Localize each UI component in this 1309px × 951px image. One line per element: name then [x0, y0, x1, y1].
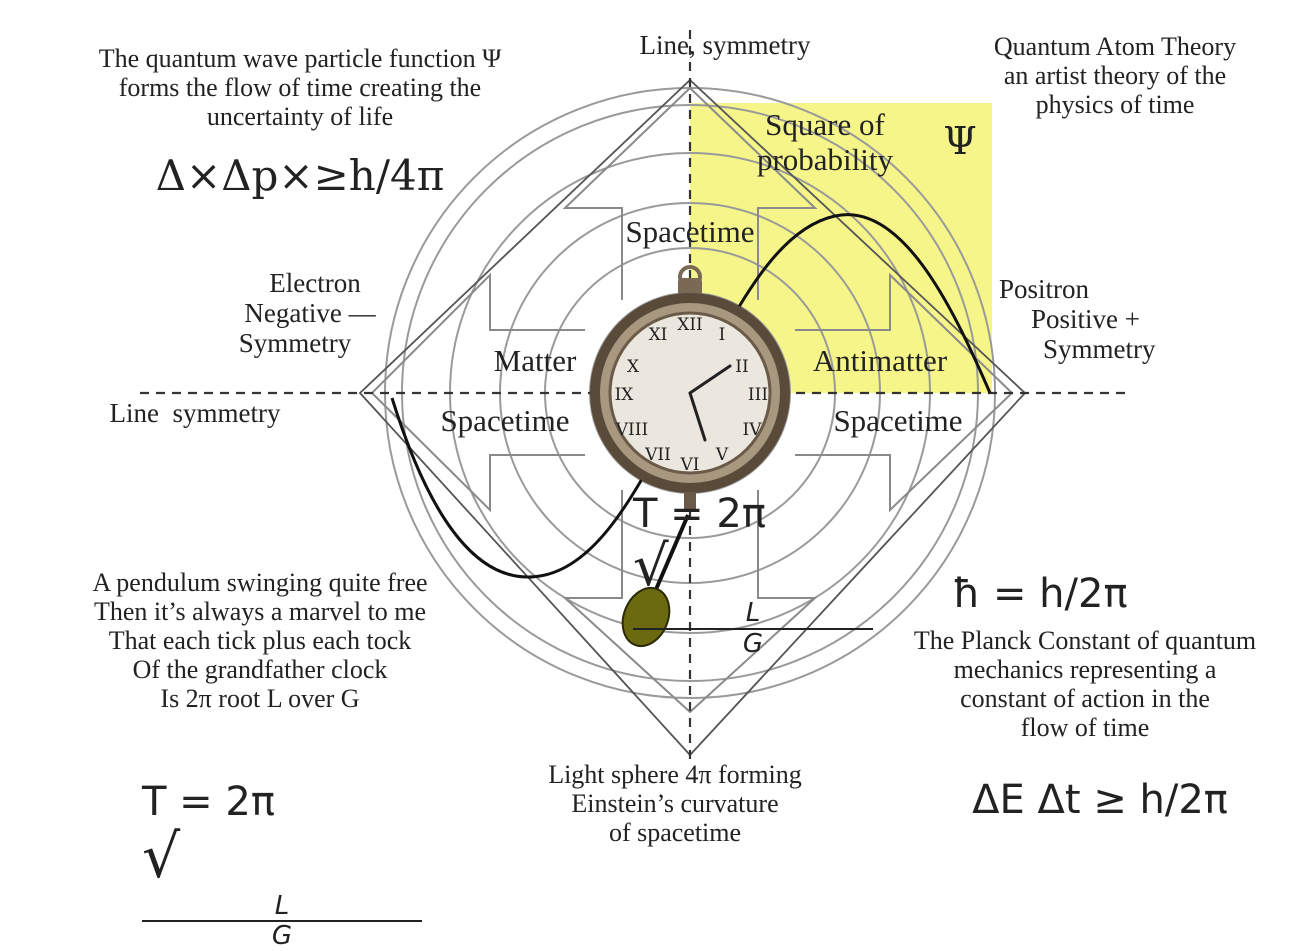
text-line: Symmetry [238, 328, 352, 359]
text-line: uncertainty of life [206, 102, 394, 132]
symmetry-lines [140, 30, 1125, 760]
square-root-sign: √ [142, 822, 181, 893]
square-root-sign: √ [633, 534, 669, 600]
numerator: L [142, 891, 422, 923]
pendulum-poem: A pendulum swinging quite free Then it’s… [40, 568, 480, 714]
numerator: L [633, 599, 873, 630]
pocket-watch: XII II IV VI VIII X XI I III IX V VII [590, 265, 790, 510]
denominator: G [271, 921, 293, 951]
text-line: probability [756, 141, 894, 177]
antimatter-label: Antimatter [812, 343, 948, 378]
svg-text:VIII: VIII [615, 420, 648, 440]
wave-function-description: The quantum wave particle function Ψ for… [40, 44, 560, 131]
poem-line: Is 2π root L over G [160, 684, 360, 714]
denominator: G [742, 628, 764, 659]
svg-text:II: II [735, 357, 748, 377]
text-line: physics of time [1035, 90, 1195, 120]
spacetime-right-label: Spacetime [833, 403, 963, 438]
square-of-probability-label: Square of probability [725, 107, 925, 177]
uncertainty-equation: Δ×Δp×≥h/4π [155, 151, 445, 200]
formula-lhs: T = 2π [142, 778, 275, 825]
text-line: constant of action in the [960, 684, 1210, 714]
svg-text:IX: IX [615, 385, 635, 405]
text-line: Light sphere 4π forming [548, 760, 802, 789]
text-line: flow of time [1020, 713, 1150, 743]
poem-line: Of the grandfather clock [132, 655, 388, 685]
poem-line: That each tick plus each tock [108, 626, 412, 656]
text-line: of spacetime [608, 818, 742, 848]
text-line: Negative — [244, 298, 376, 329]
text-line: Positive + [1031, 304, 1140, 335]
horizontal-symmetry-label: Line symmetry [109, 398, 281, 428]
pendulum-bob [621, 586, 671, 648]
positron-label: Positron Positive + Symmetry [985, 274, 1195, 365]
text-line: an artist theory of the [1003, 61, 1227, 91]
vertical-symmetry-label: Line, symmetry [639, 30, 811, 60]
light-sphere-caption: Light sphere 4π forming Einstein’s curva… [500, 760, 850, 847]
text-line: Quantum Atom Theory [993, 32, 1237, 61]
energy-time-uncertainty-equation: ΔE Δt ≥ h/2π [972, 777, 1228, 823]
svg-text:IV: IV [743, 420, 763, 440]
text-line: Electron [269, 268, 361, 298]
text-line: forms the flow of time creating the [118, 73, 482, 103]
clock-numerals: XII II IV VI VIII X XI I III IX V VII [615, 315, 768, 475]
svg-text:X: X [627, 357, 640, 377]
quantum-atom-theory-title: Quantum Atom Theory an artist theory of … [950, 32, 1280, 119]
text-line: Square of [765, 107, 885, 142]
formula-lhs: T = 2π [633, 490, 766, 537]
spacetime-top-label: Spacetime [625, 214, 755, 249]
poem-line: Then it’s always a marvel to me [93, 597, 427, 627]
text-line: Symmetry [1043, 334, 1156, 365]
quantum-time-diagram: XII II IV VI VIII X XI I III IX V VII [140, 30, 1125, 760]
svg-text:VI: VI [680, 455, 700, 475]
psi-symbol: Ψ [943, 119, 977, 163]
planck-constant-description: The Planck Constant of quantum mechanics… [870, 626, 1300, 742]
svg-text:I: I [719, 325, 726, 345]
svg-text:III: III [748, 385, 768, 405]
svg-text:VII: VII [644, 445, 671, 465]
svg-text:XII: XII [677, 315, 703, 335]
reduced-planck-equation: ħ = h/2π [952, 571, 1128, 617]
spacetime-left-label: Spacetime [440, 403, 570, 438]
text-line: The quantum wave particle function Ψ [98, 44, 502, 73]
text-line: Positron [999, 274, 1090, 304]
text-line: Einstein’s curvature [571, 789, 779, 819]
electron-label: Electron Negative — Symmetry [190, 268, 380, 359]
matter-label: Matter [493, 343, 577, 378]
text-line: mechanics representing a [953, 655, 1217, 685]
poem-line: A pendulum swinging quite free [92, 568, 428, 597]
svg-text:XI: XI [649, 325, 668, 345]
svg-text:V: V [715, 445, 729, 465]
text-line: The Planck Constant of quantum [913, 626, 1257, 655]
